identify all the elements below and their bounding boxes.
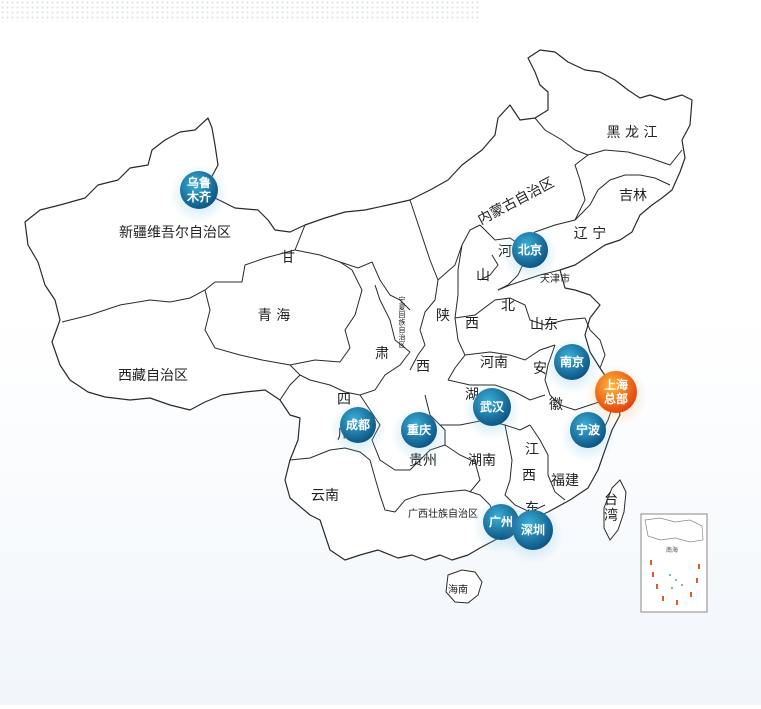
city-label-ningbo: 宁波 <box>576 422 601 437</box>
office-dot <box>554 344 590 380</box>
province-label-hebei_2: 北 <box>501 298 515 314</box>
province-label-ningxia-4: 自 <box>399 325 406 334</box>
province-label-ningxia-6: 区 <box>399 341 406 349</box>
city-marker-chengdu[interactable]: 成都 <box>330 401 386 457</box>
taiwan-island <box>603 479 627 541</box>
province-label-guangxi: 广西壮族自治区 <box>408 507 478 520</box>
province-label-shaanxi_1: 陕 <box>436 308 450 324</box>
province-label-taiwan_1: 台 <box>604 492 618 508</box>
province-label-qinghai: 青 海 <box>258 308 290 324</box>
province-label-gansu_1: 甘 <box>281 250 295 266</box>
city-label-chongqing: 重庆 <box>407 422 431 437</box>
hainan-island <box>445 569 483 604</box>
city-marker-wuhan[interactable]: 武汉 <box>463 382 521 440</box>
province-label-shanxi_2: 西 <box>416 359 430 375</box>
province-label-liaoning: 辽 宁 <box>574 225 606 242</box>
province-label-shandong: 山东 <box>530 317 558 333</box>
province-label-yunnan: 云南 <box>311 488 339 504</box>
province-label-ningxia-1: 夏 <box>399 304 406 312</box>
office-dot <box>513 510 553 550</box>
city-marker-urumqi[interactable]: 乌鲁木齐 <box>170 165 228 223</box>
china-outline <box>24 49 693 561</box>
south-china-sea-inset: 南海 <box>640 513 708 613</box>
province-label-heilongjiang: 黑 龙 江 <box>607 125 658 141</box>
province-label-hainan: 海南 <box>448 583 468 596</box>
province-label-jiangxi_1: 江 <box>525 442 539 458</box>
dot-pattern <box>0 0 480 22</box>
office-dot <box>340 407 376 443</box>
province-label-jiangxi_2: 西 <box>522 468 536 484</box>
province-label-hunan: 湖南 <box>468 453 496 469</box>
office-dot <box>473 388 511 426</box>
inset-label: 南海 <box>666 546 678 554</box>
headquarters-dot <box>595 371 637 413</box>
city-label-chengdu: 成都 <box>346 417 370 432</box>
city-label-beijing: 北京 <box>518 242 542 257</box>
province-label-xinjiang: 新疆维吾尔自治区 <box>119 225 231 241</box>
city-marker-ningbo[interactable]: 宁波 <box>560 406 616 462</box>
province-label-shanxi_1: 山 <box>476 268 490 284</box>
office-dot <box>512 232 548 268</box>
city-label-wuhan: 武汉 <box>480 399 505 414</box>
city-label-urumqi: 乌鲁木齐 <box>186 175 212 204</box>
province-label-gansu_2: 肃 <box>375 346 389 362</box>
city-marker-nanjing[interactable]: 南京 <box>544 338 600 394</box>
city-marker-chongqing[interactable]: 重庆 <box>391 406 447 462</box>
province-label-fujian: 福建 <box>551 473 579 489</box>
city-label-nanjing: 南京 <box>560 354 584 369</box>
province-label-anhui_1: 安 <box>533 361 547 377</box>
province-label-ningxia-3: 族 <box>399 318 406 327</box>
province-label-ningxia-2: 回 <box>399 311 406 319</box>
province-label-ningxia-5: 治 <box>399 333 406 342</box>
province-label-shaanxi_2: 西 <box>465 316 479 332</box>
office-dot <box>570 412 606 448</box>
province-label-henan: 河南 <box>480 355 508 371</box>
province-label-anhui_2: 徽 <box>549 397 563 413</box>
city-label-shenzhen: 深圳 <box>521 522 545 537</box>
province-label-xizang: 西藏自治区 <box>118 368 188 384</box>
province-label-jilin: 吉林 <box>619 188 647 204</box>
city-label-shanghai: 上海总部 <box>604 377 628 406</box>
office-dot <box>401 412 437 448</box>
province-label-taiwan_2: 湾 <box>604 507 618 524</box>
city-marker-shenzhen[interactable]: 深圳 <box>503 504 563 564</box>
office-dot <box>180 171 218 209</box>
province-label-ningxia-0: 宁 <box>399 295 406 304</box>
city-marker-beijing[interactable]: 北京 <box>502 226 558 282</box>
